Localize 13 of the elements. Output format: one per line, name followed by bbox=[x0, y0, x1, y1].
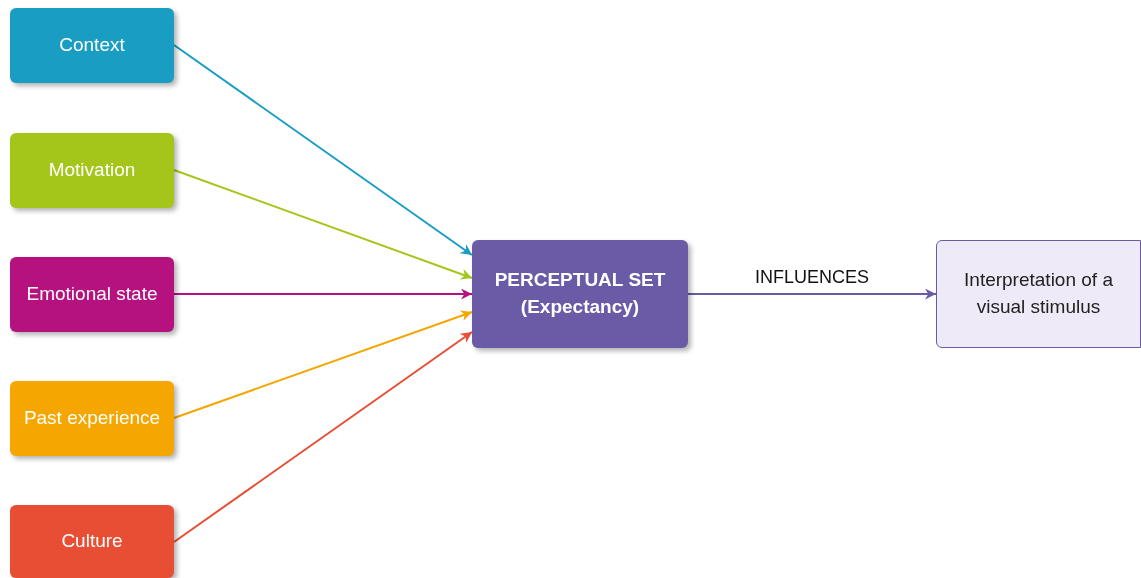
arrow bbox=[173, 169, 473, 280]
arrow bbox=[173, 288, 473, 300]
arrow bbox=[173, 44, 473, 256]
factor-box: Past experience bbox=[10, 381, 174, 456]
factor-box: Context bbox=[10, 8, 174, 83]
central-box: PERCEPTUAL SET (Expectancy) bbox=[472, 240, 688, 348]
factor-box: Emotional state bbox=[10, 257, 174, 332]
result-box: Interpretation of a visual stimulus bbox=[936, 240, 1141, 348]
factor-box: Motivation bbox=[10, 133, 174, 208]
factor-box: Culture bbox=[10, 505, 174, 578]
arrow bbox=[687, 288, 937, 300]
arrow bbox=[173, 331, 473, 543]
arrow bbox=[173, 310, 473, 419]
